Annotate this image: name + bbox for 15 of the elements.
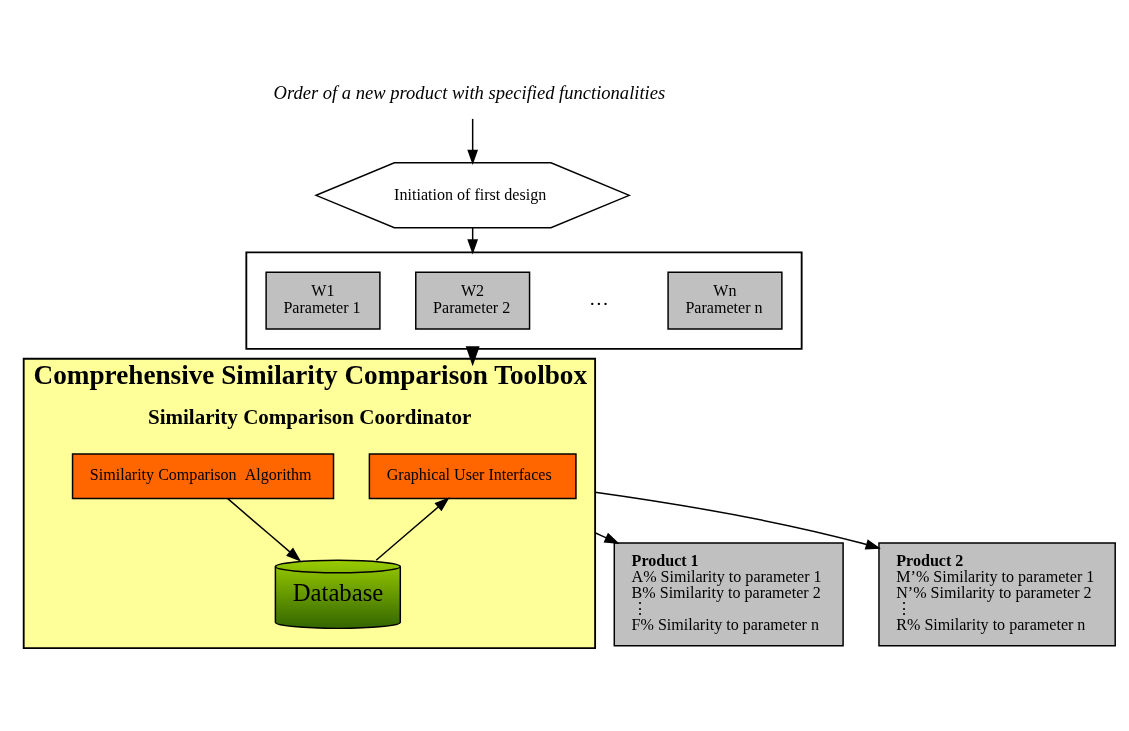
label: … <box>588 286 609 309</box>
arrow <box>467 117 479 165</box>
arrow <box>594 531 620 544</box>
node-box: Graphical User Interfaces <box>368 452 577 499</box>
node-box: Product 1 A% Similarity to parameter 1 B% Similarity to parameter 2 ⋮ F% Similarity to parameter n <box>613 541 844 646</box>
node-box: W1 Parameter 1 <box>265 270 381 330</box>
node-box: W2 Parameter 2 <box>415 270 531 330</box>
cluster <box>245 250 803 350</box>
node-box: Product 2 M’% Similarity to parameter 1 N’% Similarity to parameter 2 ⋮ R% Similarity to parameter n <box>878 541 1116 646</box>
arrow <box>375 496 450 561</box>
arrow <box>227 497 302 562</box>
node-text: Order of a new product with specified functionalities <box>273 81 666 103</box>
arrow <box>594 490 881 550</box>
node-box: Similarity Comparison Algorithm <box>71 452 335 499</box>
node-box: Wn Parameter n <box>667 270 783 330</box>
